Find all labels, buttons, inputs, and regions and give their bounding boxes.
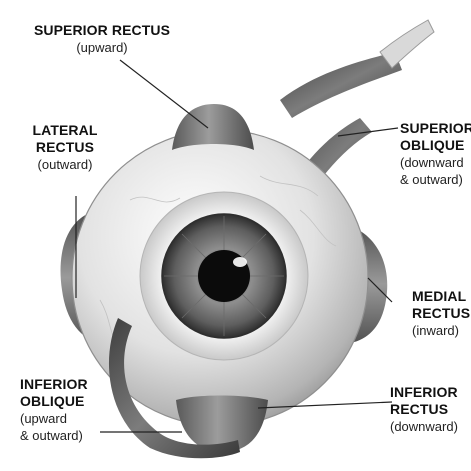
inferior-rectus-name-line1: INFERIOR [390,384,458,401]
inferior-oblique-name-line2: OBLIQUE [20,393,88,410]
inferior-rectus-direction: (downward) [390,418,458,435]
label-inferior-oblique: INFERIOR OBLIQUE (upward & outward) [20,376,88,444]
superior-oblique-name-line1: SUPERIOR [400,120,471,137]
label-superior-oblique: SUPERIOR OBLIQUE (downward & outward) [400,120,471,188]
superior-oblique-direction-line1: (downward [400,154,471,171]
label-inferior-rectus: INFERIOR RECTUS (downward) [390,384,458,435]
pupil-highlight [233,257,247,267]
label-lateral-rectus: LATERAL RECTUS (outward) [22,122,108,173]
medial-rectus-direction: (inward) [412,322,470,339]
inferior-rectus-name-line2: RECTUS [390,401,458,418]
label-medial-rectus: MEDIAL RECTUS (inward) [412,288,470,339]
lateral-rectus-direction: (outward) [22,156,108,173]
lateral-rectus-name-line1: LATERAL [22,122,108,139]
inferior-oblique-direction-line1: (upward [20,410,88,427]
inferior-oblique-name-line1: INFERIOR [20,376,88,393]
label-superior-rectus: SUPERIOR RECTUS (upward) [22,22,182,56]
lateral-rectus-name-line2: RECTUS [22,139,108,156]
superior-oblique-direction-line2: & outward) [400,171,471,188]
medial-rectus-name-line1: MEDIAL [412,288,470,305]
superior-rectus-direction: (upward) [22,39,182,56]
inferior-oblique-direction-line2: & outward) [20,427,88,444]
superior-rectus-muscle [172,104,254,150]
superior-oblique-name-line2: OBLIQUE [400,137,471,154]
medial-rectus-name-line2: RECTUS [412,305,470,322]
superior-rectus-name: SUPERIOR RECTUS [22,22,182,39]
